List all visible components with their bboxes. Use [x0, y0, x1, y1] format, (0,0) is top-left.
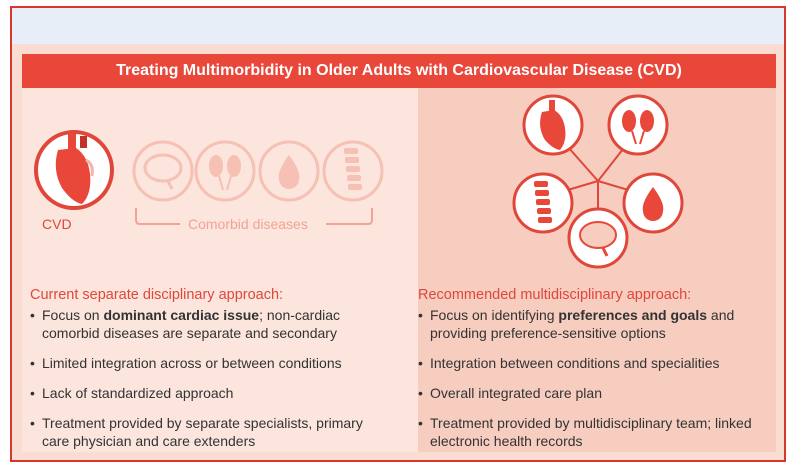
heart-icon [34, 130, 114, 210]
network-kidneys-icon [607, 94, 669, 156]
top-band [12, 8, 784, 44]
infographic-title: Treating Multimorbidity in Older Adults … [22, 54, 776, 88]
comorbid-bracket [135, 208, 373, 225]
list-item: Lack of standardized approach [30, 384, 390, 402]
list-item: Focus on dominant cardiac issue; non-car… [30, 306, 390, 342]
list-item: Treatment provided by multidisciplinary … [418, 414, 753, 450]
kidneys-icon [194, 140, 256, 202]
list-item: Focus on identifying preferences and goa… [418, 306, 753, 342]
network-spine-icon [512, 172, 574, 234]
comorbid-diseases-label: Comorbid diseases [188, 216, 308, 232]
brain-icon [132, 140, 194, 202]
network-brain-icon [567, 207, 629, 269]
list-item: Treatment provided by separate specialis… [30, 414, 390, 450]
network-blood-drop-icon [622, 172, 684, 234]
current-approach-heading: Current separate disciplinary approach: [30, 287, 284, 303]
list-item: Integration between conditions and speci… [418, 354, 753, 372]
spine-icon [322, 140, 384, 202]
list-item: Limited integration across or between co… [30, 354, 390, 372]
cvd-label: CVD [42, 216, 72, 232]
current-approach-list: Focus on dominant cardiac issue; non-car… [30, 306, 390, 462]
blood-drop-icon [258, 140, 320, 202]
recommended-approach-list: Focus on identifying preferences and goa… [418, 306, 753, 462]
recommended-approach-heading: Recommended multidisciplinary approach: [418, 287, 692, 303]
network-heart-icon [522, 94, 584, 156]
list-item: Overall integrated care plan [418, 384, 753, 402]
